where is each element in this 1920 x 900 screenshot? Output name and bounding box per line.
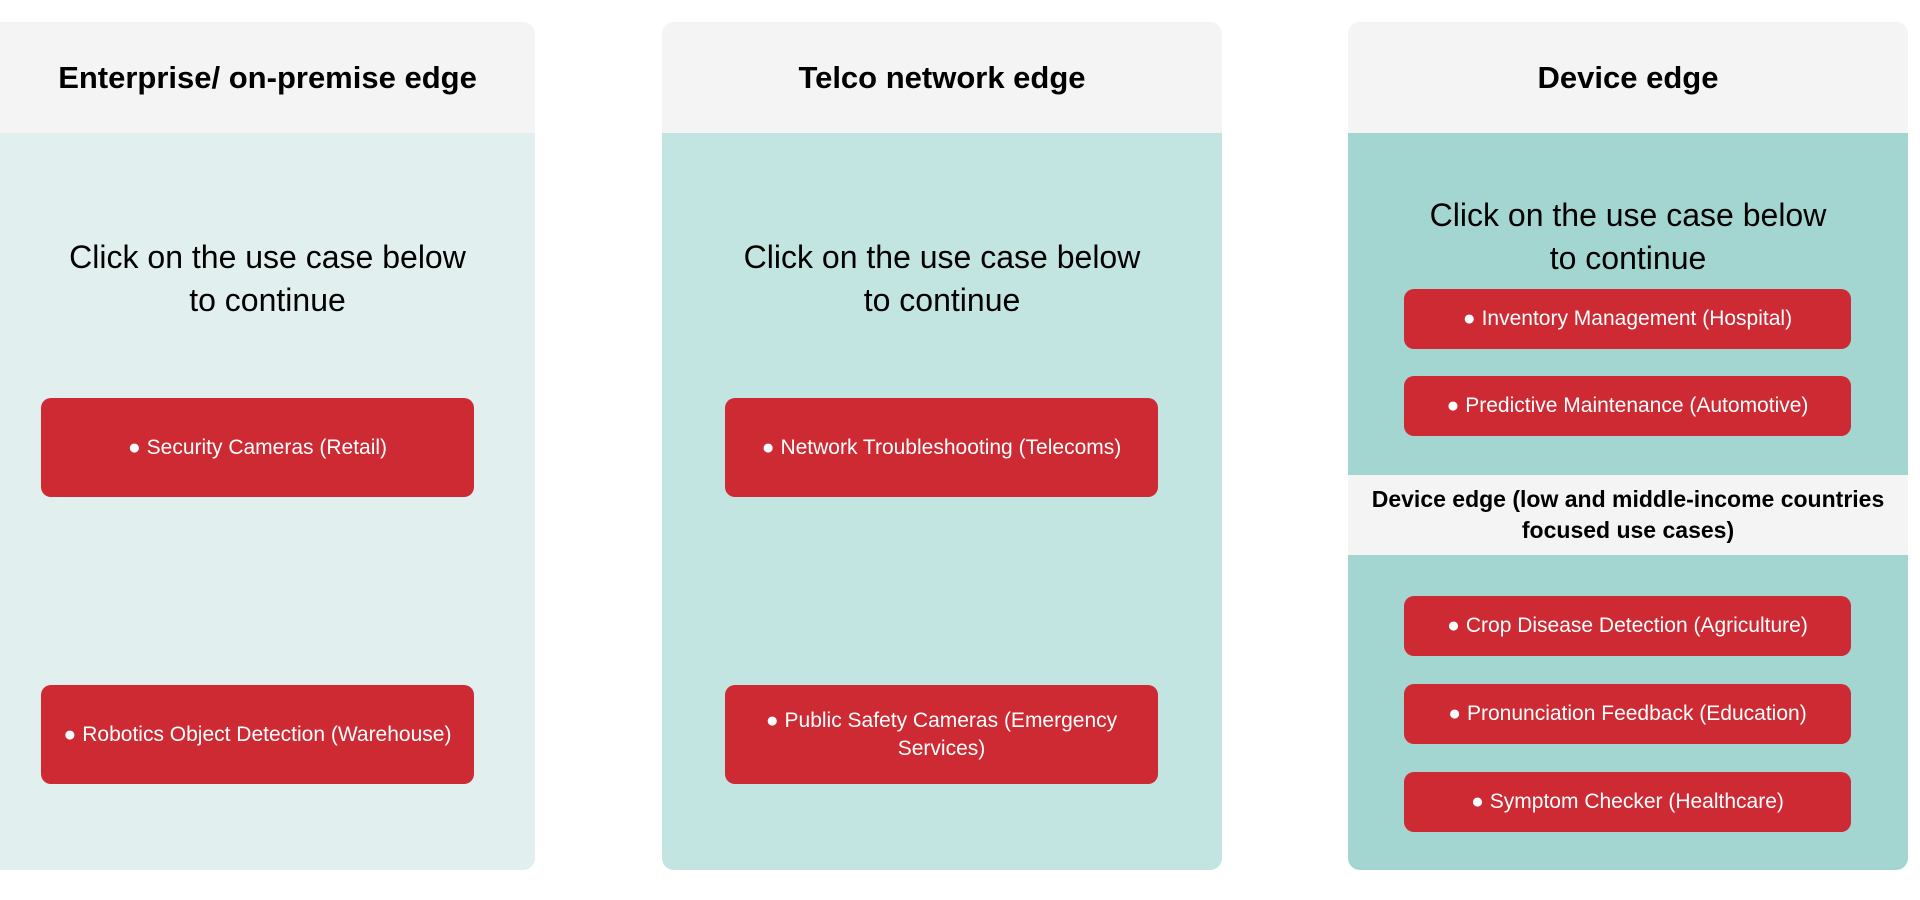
telco-edge-title: Telco network edge: [662, 22, 1222, 133]
bullet-icon: ●: [1447, 614, 1460, 637]
bullet-icon: ●: [63, 722, 77, 746]
crop-disease-detection-agriculture-button[interactable]: ●Crop Disease Detection (Agriculture): [1404, 596, 1851, 656]
use-case-label: Inventory Management (Hospital): [1481, 307, 1793, 330]
public-safety-cameras-emergency-services-button[interactable]: ●Public Safety Cameras (Emergency Servic…: [725, 685, 1158, 784]
device-edge-title: Device edge: [1348, 22, 1908, 133]
device-prompt-line1: Click on the use case below: [1429, 197, 1827, 233]
pronunciation-feedback-education-button[interactable]: ●Pronunciation Feedback (Education): [1404, 684, 1851, 744]
security-cameras-retail-button[interactable]: ●Security Cameras (Retail): [41, 398, 474, 497]
telco-prompt-line2: to continue: [863, 282, 1021, 318]
enterprise-prompt: Click on the use case below to continue: [0, 236, 535, 322]
network-troubleshooting-telecoms-button[interactable]: ●Network Troubleshooting (Telecoms): [725, 398, 1158, 497]
bullet-icon: ●: [1462, 307, 1476, 330]
telco-prompt: Click on the use case below to continue: [662, 236, 1222, 322]
device-prompt: Click on the use case below to continue: [1348, 194, 1908, 280]
telco-edge-column: Telco network edge Click on the use case…: [662, 22, 1222, 870]
enterprise-edge-column: Enterprise/ on-premise edge Click on the…: [0, 22, 535, 870]
use-case-label: Symptom Checker (Healthcare): [1489, 790, 1784, 813]
device-prompt-line2: to continue: [1549, 240, 1707, 276]
use-case-label: Network Troubleshooting (Telecoms): [780, 435, 1122, 459]
robotics-object-detection-warehouse-button[interactable]: ●Robotics Object Detection (Warehouse): [41, 685, 474, 784]
device-edge-body: Click on the use case below to continue …: [1348, 133, 1908, 870]
enterprise-edge-title: Enterprise/ on-premise edge: [0, 22, 535, 133]
inventory-management-hospital-button[interactable]: ●Inventory Management (Hospital): [1404, 289, 1851, 349]
use-case-label: Crop Disease Detection (Agriculture): [1465, 614, 1808, 637]
predictive-maintenance-automotive-button[interactable]: ●Predictive Maintenance (Automotive): [1404, 376, 1851, 436]
device-edge-column: Device edge Click on the use case below …: [1348, 22, 1908, 870]
telco-edge-body: Click on the use case below to continue …: [662, 133, 1222, 870]
bullet-icon: ●: [765, 708, 779, 732]
use-case-label: Public Safety Cameras (Emergency Service…: [784, 708, 1118, 760]
enterprise-prompt-line1: Click on the use case below: [69, 239, 466, 275]
bullet-icon: ●: [761, 435, 775, 459]
use-case-label: Predictive Maintenance (Automotive): [1465, 394, 1809, 417]
bullet-icon: ●: [127, 435, 141, 459]
device-edge-lmic-title: Device edge (low and middle-income count…: [1348, 475, 1908, 555]
enterprise-prompt-line2: to continue: [189, 282, 346, 318]
bullet-icon: ●: [1471, 790, 1484, 813]
use-case-label: Robotics Object Detection (Warehouse): [82, 722, 452, 746]
bullet-icon: ●: [1446, 394, 1460, 417]
enterprise-edge-body: Click on the use case below to continue …: [0, 133, 535, 870]
symptom-checker-healthcare-button[interactable]: ●Symptom Checker (Healthcare): [1404, 772, 1851, 832]
telco-prompt-line1: Click on the use case below: [743, 239, 1141, 275]
use-case-label: Security Cameras (Retail): [146, 435, 388, 459]
use-case-label: Pronunciation Feedback (Education): [1466, 702, 1807, 725]
bullet-icon: ●: [1448, 702, 1461, 725]
